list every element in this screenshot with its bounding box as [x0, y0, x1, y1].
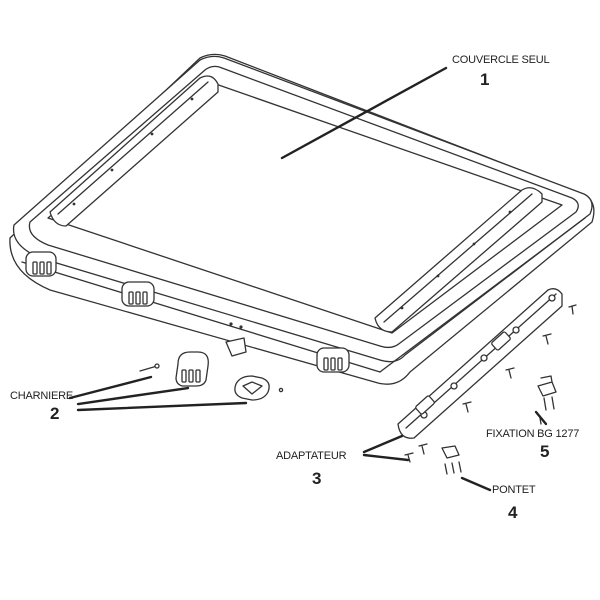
lid-notch — [225, 337, 247, 357]
lid-hinge-left — [25, 251, 57, 277]
lid-hinge-middle — [121, 281, 155, 307]
leader-hinge-base — [76, 401, 248, 412]
label-adapter-number: 3 — [312, 469, 322, 488]
adapter-screws — [404, 304, 577, 463]
bridge-clip — [441, 445, 462, 475]
fixing-bracket — [537, 375, 557, 425]
label-hinge-number: 2 — [50, 404, 60, 423]
lid-rail-left — [49, 75, 219, 227]
leader-adapter-b — [362, 453, 410, 462]
lid-rail-right — [374, 187, 543, 333]
leader-hinge-knuckle — [76, 386, 190, 406]
leader-adapter-a — [362, 434, 404, 454]
label-hinge-name: CHARNIERE — [10, 390, 73, 402]
label-lid-number: 1 — [480, 70, 490, 89]
label-fixing-number: 5 — [540, 442, 550, 461]
label-bridge-name: PONTET — [492, 484, 536, 496]
label-lid-name: COUVERCLE SEUL — [452, 54, 550, 66]
hinge-pin — [139, 365, 158, 372]
leader-hinge-pin — [68, 375, 153, 400]
lid-hinge-right — [316, 347, 350, 373]
leader-fixing — [534, 410, 548, 426]
label-fixing-name: FIXATION BG 1277 — [486, 428, 580, 440]
leader-lid — [280, 66, 448, 160]
adapter-rail — [397, 288, 563, 439]
leader-bridge — [460, 476, 492, 492]
hinge-parts — [139, 351, 284, 401]
lid-cover — [9, 53, 595, 385]
label-bridge-number: 4 — [508, 503, 518, 522]
label-adapter-name: ADAPTATEUR — [276, 450, 347, 462]
